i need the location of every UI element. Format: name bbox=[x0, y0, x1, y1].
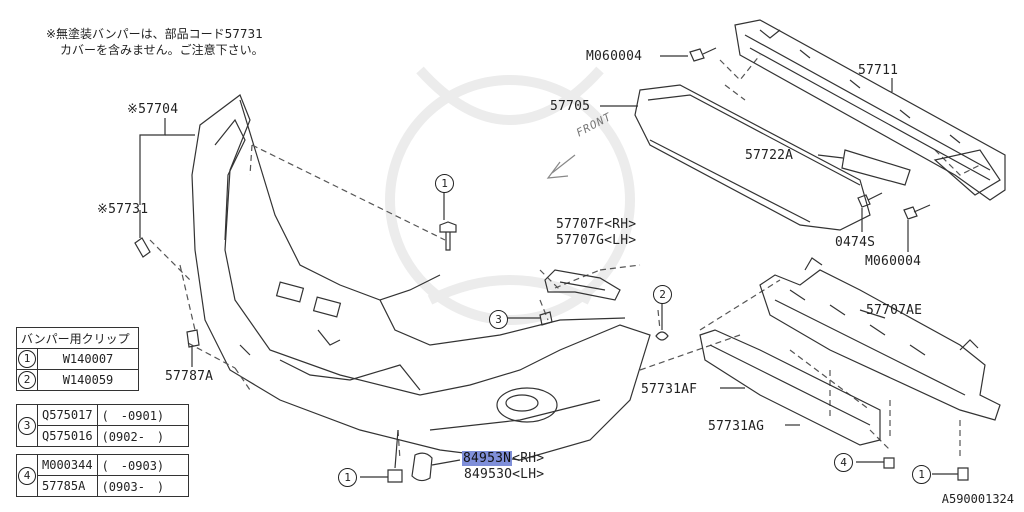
side-bracket-57707F[interactable] bbox=[544, 269, 621, 301]
unpainted-bumper-note: ※無塗装バンパーは、部品コード57731 カバーを含みません。ご注意下さい。 bbox=[46, 26, 264, 58]
bolt-0474S[interactable] bbox=[857, 192, 883, 232]
bracket-57787A[interactable] bbox=[186, 329, 200, 367]
callout-4[interactable]: 4 bbox=[834, 453, 853, 472]
clip-2[interactable] bbox=[655, 302, 669, 341]
callout-2[interactable]: 2 bbox=[653, 285, 672, 304]
front-arrow-icon bbox=[546, 154, 576, 179]
label-84953N-highlight: 84953N bbox=[462, 451, 513, 466]
clip-1-top[interactable] bbox=[439, 190, 457, 251]
callout-1-top[interactable]: 1 bbox=[435, 174, 454, 193]
table-row: 4 M000344 ( -0903) bbox=[16, 454, 189, 497]
label-0474S[interactable]: 0474S bbox=[835, 235, 876, 250]
label-84953O[interactable]: 84953O<LH> bbox=[464, 467, 545, 482]
label-57731AF[interactable]: 57731AF bbox=[641, 382, 698, 397]
lower-cover-57731AF[interactable] bbox=[699, 329, 881, 446]
clip-table-4: 4 M000344 ( -0903) 57785A (0903- ) bbox=[16, 454, 189, 497]
label-M060004-bottom[interactable]: M060004 bbox=[865, 254, 922, 269]
table3-code-2[interactable]: Q575016 bbox=[37, 425, 98, 447]
clip-code-1[interactable]: W140007 bbox=[37, 348, 139, 370]
plate-57722A[interactable] bbox=[817, 149, 911, 186]
label-57731[interactable]: ※57731 bbox=[97, 202, 149, 217]
screw-3[interactable] bbox=[507, 311, 553, 326]
label-57722A[interactable]: 57722A bbox=[745, 148, 794, 163]
clip-table-header: バンパー用クリップ bbox=[16, 327, 139, 349]
diagram-reference-code: A590001324 bbox=[941, 492, 1014, 506]
clip-1-right[interactable] bbox=[932, 467, 969, 481]
clip-code-2[interactable]: W140059 bbox=[37, 369, 139, 391]
table3-code-1[interactable]: Q575017 bbox=[37, 404, 98, 426]
table4-code-2[interactable]: 57785A bbox=[37, 475, 98, 497]
table3-range-2: (0902- ) bbox=[96, 425, 189, 447]
label-57787A[interactable]: 57787A bbox=[165, 369, 214, 384]
label-84953N-side: <RH> bbox=[512, 451, 545, 466]
fog-cover-84953[interactable] bbox=[411, 452, 461, 482]
label-84953N[interactable]: 84953N<RH> bbox=[462, 451, 545, 466]
clip-table: バンパー用クリップ 1 W140007 2 W140059 bbox=[16, 327, 139, 391]
label-57704[interactable]: ※57704 bbox=[127, 102, 179, 117]
table4-range-2: (0903- ) bbox=[96, 475, 189, 497]
absorber-57705[interactable] bbox=[600, 84, 871, 231]
front-bumper-fascia[interactable] bbox=[191, 94, 651, 461]
table4-code-1[interactable]: M000344 bbox=[37, 454, 98, 476]
callout-1-bottom[interactable]: 1 bbox=[338, 468, 357, 487]
lower-beam-57707AE[interactable] bbox=[759, 257, 1001, 421]
leader-57704 bbox=[139, 118, 166, 205]
clip-num-1: 1 bbox=[18, 350, 36, 368]
table4-range-1: ( -0903) bbox=[96, 454, 189, 476]
label-57731AG[interactable]: 57731AG bbox=[708, 419, 765, 434]
table-row: 57785A (0903- ) bbox=[17, 475, 189, 497]
bolt-M060004-bottom[interactable] bbox=[903, 204, 931, 252]
note-line-2: カバーを含みません。ご注意下さい。 bbox=[60, 43, 264, 57]
label-57707AE[interactable]: 57707AE bbox=[866, 303, 923, 318]
table-row: 1 W140007 bbox=[16, 348, 139, 370]
label-57711[interactable]: 57711 bbox=[858, 63, 899, 78]
table4-num: 4 bbox=[18, 466, 36, 485]
guide-lines bbox=[149, 54, 981, 461]
table3-num: 3 bbox=[18, 416, 36, 435]
clip-num-2: 2 bbox=[18, 371, 36, 389]
clip-4[interactable] bbox=[856, 457, 895, 469]
beam-57711[interactable] bbox=[734, 19, 1006, 201]
label-57705[interactable]: 57705 bbox=[550, 99, 591, 114]
table-row: Q575016 (0902- ) bbox=[17, 425, 189, 447]
label-57707F[interactable]: 57707F<RH> bbox=[556, 217, 637, 232]
callout-1-right[interactable]: 1 bbox=[912, 465, 931, 484]
bolt-M060004-top[interactable] bbox=[660, 47, 717, 62]
table-row: 3 Q575017 ( -0901) bbox=[16, 404, 189, 447]
table3-range-1: ( -0901) bbox=[96, 404, 189, 426]
callout-3[interactable]: 3 bbox=[489, 310, 508, 329]
clip-1-bottom[interactable] bbox=[360, 429, 403, 483]
label-M060004-top[interactable]: M060004 bbox=[586, 49, 643, 64]
cover-57731[interactable] bbox=[134, 210, 151, 258]
note-line-1: ※無塗装バンパーは、部品コード57731 bbox=[46, 27, 263, 41]
table-row: 2 W140059 bbox=[16, 369, 139, 391]
screw-table-3: 3 Q575017 ( -0901) Q575016 (0902- ) bbox=[16, 404, 189, 447]
label-57707G[interactable]: 57707G<LH> bbox=[556, 233, 637, 248]
